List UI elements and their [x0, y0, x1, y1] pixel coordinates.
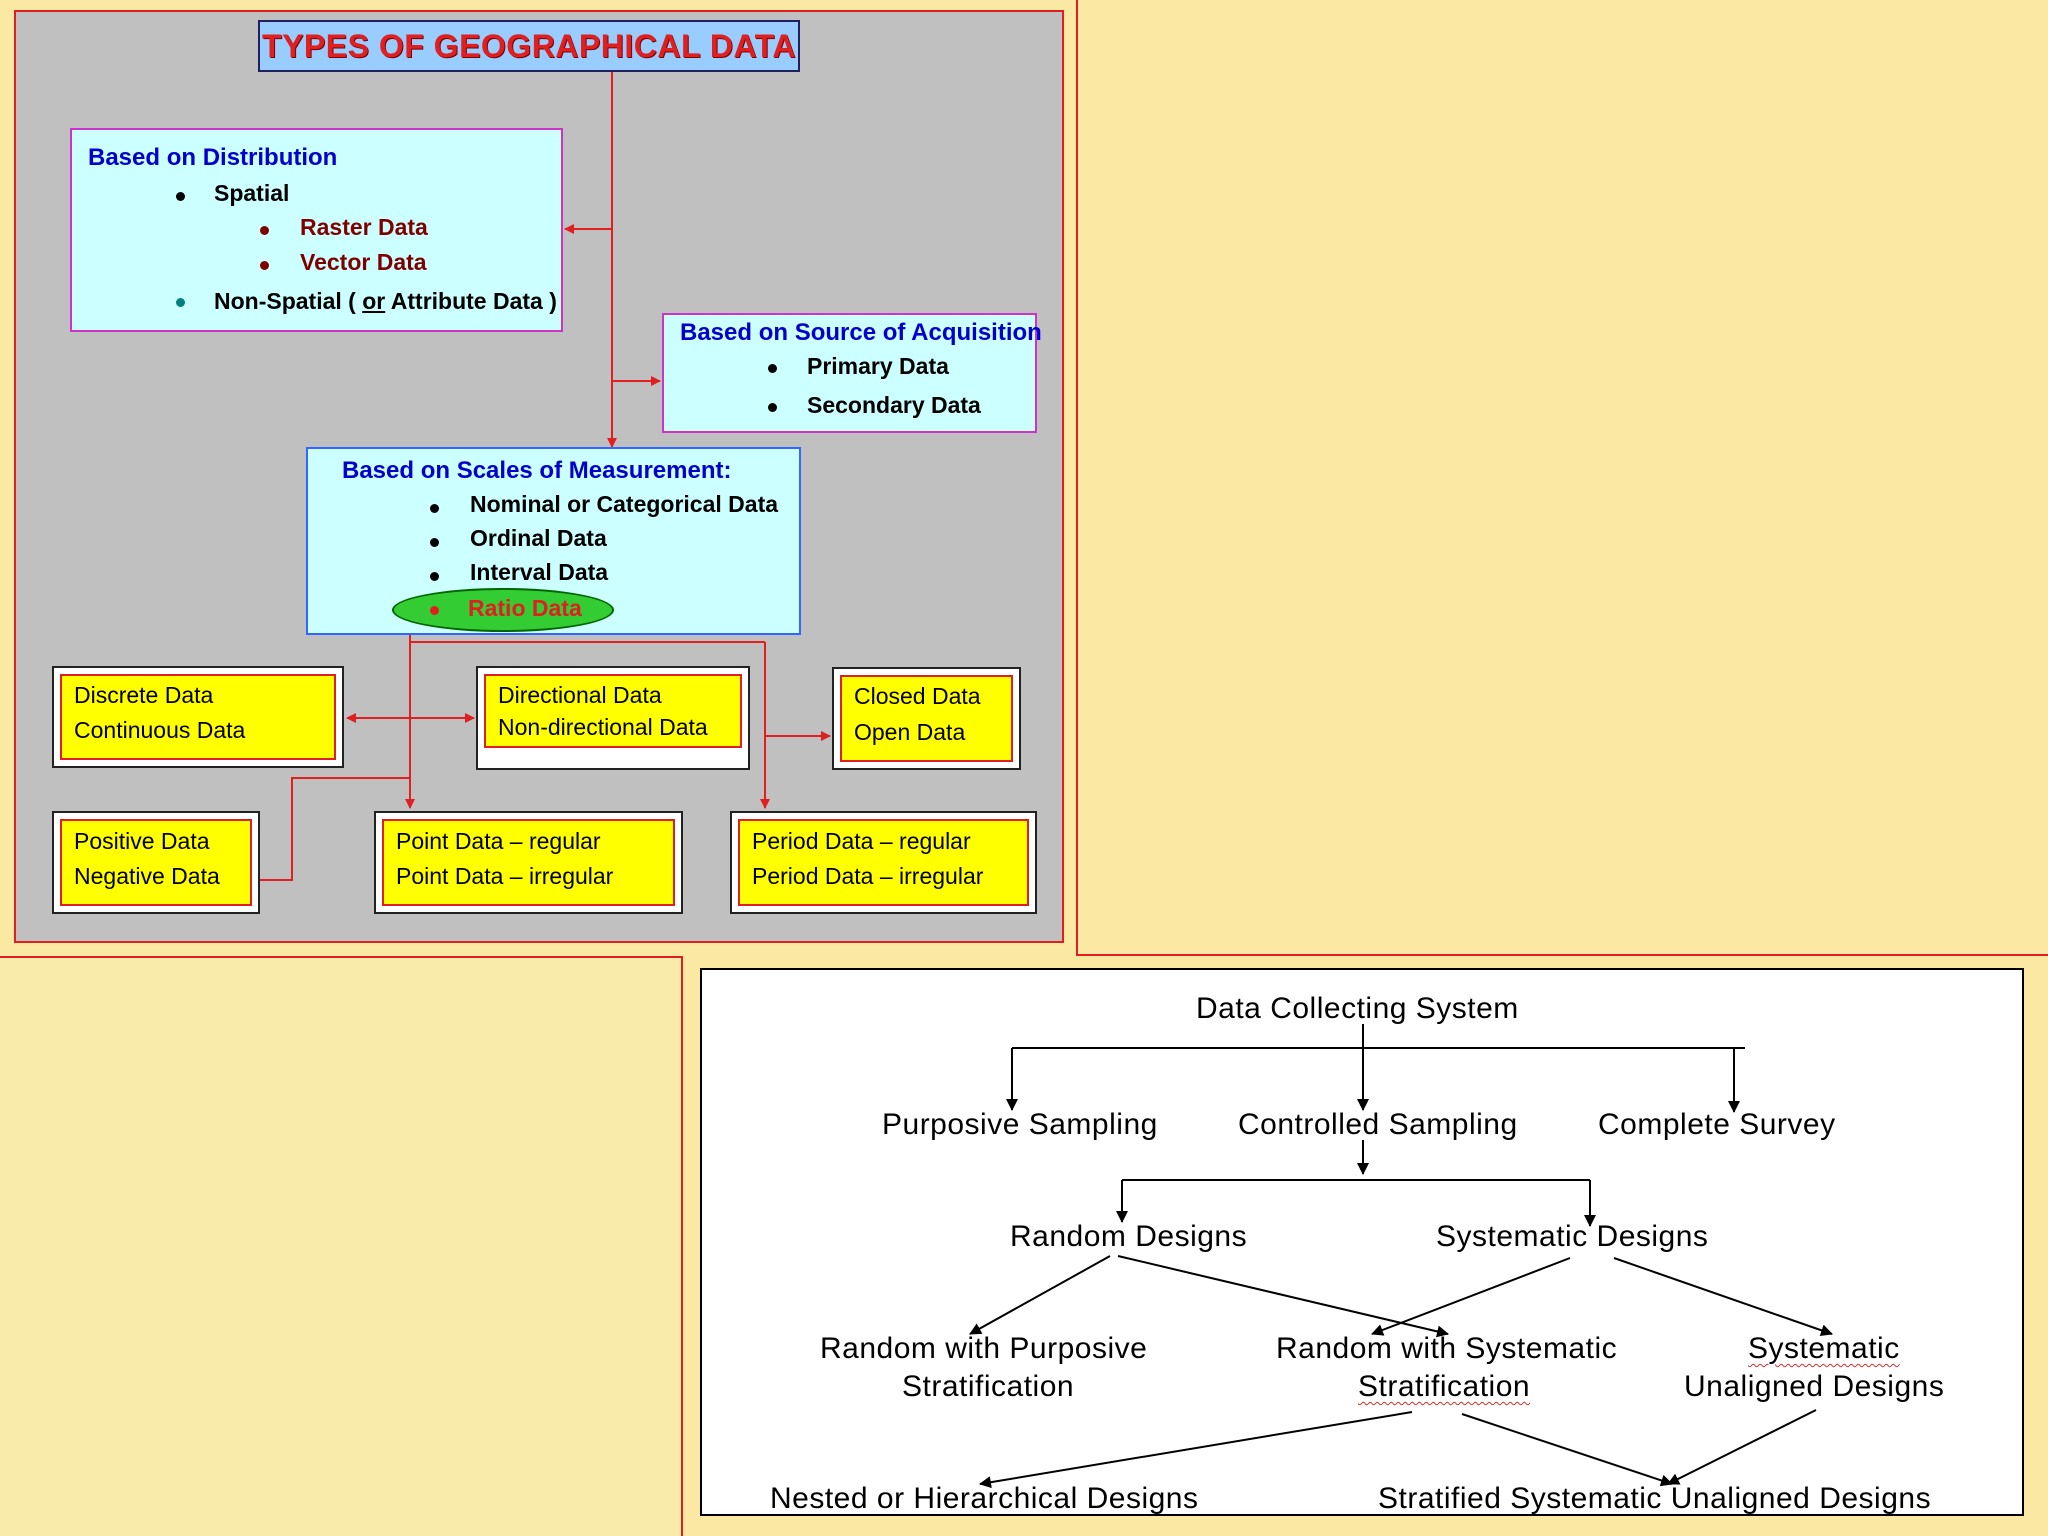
distribution-header: Based on Distribution — [88, 144, 338, 171]
ratio-item: Ratio Data — [468, 595, 582, 621]
period-data-box: Period Data – regular Period Data – irre… — [730, 811, 1037, 914]
box-fill: Discrete Data Continuous Data — [60, 674, 336, 760]
period-irregular-label: Period Data – irregular — [752, 863, 984, 889]
vector-item: Vector Data — [300, 249, 427, 275]
nonspatial-attr: Attribute Data ) — [385, 288, 557, 314]
nonspatial-item: Non-Spatial ( or Attribute Data ) — [214, 288, 557, 315]
bullet-icon — [260, 226, 269, 235]
positive-label: Positive Data — [74, 828, 210, 854]
box-fill: Directional Data Non-directional Data — [484, 674, 742, 748]
bullet-icon — [430, 572, 439, 581]
scales-header: Based on Scales of Measurement: — [342, 457, 732, 484]
nominal-item: Nominal or Categorical Data — [470, 491, 779, 517]
closed-label: Closed Data — [854, 683, 981, 709]
distribution-box: Based on Distribution Spatial Raster Dat… — [70, 128, 563, 332]
continuous-label: Continuous Data — [74, 717, 246, 743]
positive-negative-box: Positive Data Negative Data — [52, 811, 260, 914]
bullet-icon — [430, 538, 439, 547]
negative-label: Negative Data — [74, 863, 220, 889]
dcs-purposive: Purposive Sampling — [882, 1108, 1158, 1141]
bullet-icon — [768, 364, 777, 373]
bullet-icon — [768, 403, 777, 412]
box-fill: Point Data – regular Point Data – irregu… — [382, 819, 675, 906]
bullet-icon — [176, 192, 185, 201]
dcs-rws-line1: Random with Systematic — [1276, 1332, 1618, 1365]
geo-title: TYPES OF GEOGRAPHICAL DATA — [258, 20, 800, 72]
bullet-icon — [430, 606, 439, 615]
bullet-icon — [176, 298, 185, 307]
dcs-nested: Nested or Hierarchical Designs — [770, 1482, 1199, 1515]
open-label: Open Data — [854, 719, 966, 745]
point-irregular-label: Point Data – irregular — [396, 863, 614, 889]
dcs-random: Random Designs — [1010, 1220, 1248, 1253]
bullet-icon — [430, 504, 439, 513]
dcs-stratified: Stratified Systematic Unaligned Designs — [1378, 1482, 1932, 1515]
period-regular-label: Period Data – regular — [752, 828, 971, 854]
primary-item: Primary Data — [807, 353, 949, 379]
nonspatial-or: or — [362, 288, 386, 314]
dcs-sud-line2: Unaligned Designs — [1684, 1370, 1945, 1403]
point-data-box: Point Data – regular Point Data – irregu… — [374, 811, 683, 914]
point-regular-label: Point Data – regular — [396, 828, 601, 854]
box-fill: Positive Data Negative Data — [60, 819, 252, 906]
source-header: Based on Source of Acquisition — [680, 319, 1042, 346]
ordinal-item: Ordinal Data — [470, 525, 607, 551]
dcs-complete: Complete Survey — [1598, 1108, 1836, 1141]
directional-label: Directional Data — [498, 682, 662, 708]
dcs-sud-line1: Systematic — [1748, 1332, 1900, 1365]
nonspatial-text: Non-Spatial ( — [214, 288, 363, 314]
empty-panel-top-right — [1076, 0, 2048, 956]
directional-box: Directional Data Non-directional Data — [476, 666, 750, 770]
discrete-label: Discrete Data — [74, 682, 214, 708]
spatial-item: Spatial — [214, 180, 290, 206]
closed-open-box: Closed Data Open Data — [832, 667, 1021, 770]
secondary-item: Secondary Data — [807, 392, 981, 418]
box-fill: Closed Data Open Data — [840, 675, 1013, 762]
interval-item: Interval Data — [470, 559, 609, 585]
empty-panel-bottom-left — [0, 956, 683, 1536]
nondirectional-label: Non-directional Data — [498, 714, 708, 740]
dcs-rwp-line1: Random with Purposive — [820, 1332, 1148, 1365]
box-fill: Period Data – regular Period Data – irre… — [738, 819, 1029, 906]
bullet-icon — [260, 261, 269, 270]
dcs-root: Data Collecting System — [1196, 992, 1519, 1025]
dcs-controlled: Controlled Sampling — [1238, 1108, 1518, 1141]
source-box: Based on Source of Acquisition Primary D… — [662, 313, 1042, 433]
raster-item: Raster Data — [300, 214, 428, 240]
discrete-continuous-box: Discrete Data Continuous Data — [52, 666, 344, 768]
ratio-highlight: Ratio Data — [392, 588, 614, 632]
dcs-systematic: Systematic Designs — [1436, 1220, 1709, 1253]
dcs-rwp-line2: Stratification — [902, 1370, 1075, 1403]
dcs-rws-line2: Stratification — [1358, 1370, 1531, 1403]
